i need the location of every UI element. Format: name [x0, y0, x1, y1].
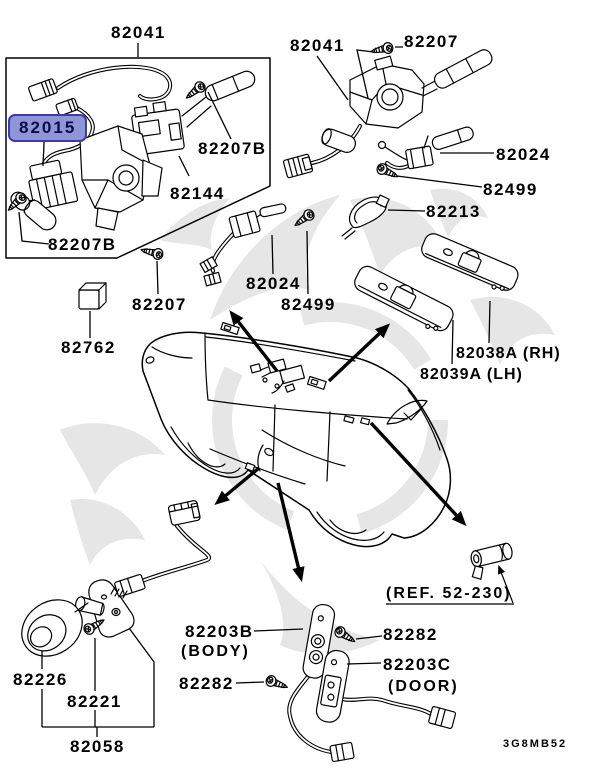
column-location-mark [249, 358, 306, 394]
leader-lines [18, 43, 514, 737]
bezel-rh [421, 233, 519, 291]
part-label-82038a-rh: 82038A (RH) [456, 345, 561, 362]
part-label-82041-column: 82041 [290, 36, 345, 55]
screw-icon [139, 244, 165, 261]
locator-arrows [214, 310, 467, 583]
mid-parts [78, 203, 317, 310]
part-label-82144: 82144 [170, 184, 225, 203]
part-sublabel-body: (BODY) [181, 643, 250, 660]
screw-icon [369, 41, 395, 58]
part-label-82041-box: 82041 [111, 23, 166, 42]
column-switch-assembly [282, 41, 493, 240]
part-sublabel-door: (DOOR) [388, 678, 459, 695]
part-label-82203c: 82203C [383, 655, 452, 674]
part-label-82203b: 82203B [185, 622, 254, 641]
van-illustration [141, 321, 452, 548]
part-label-82039a-lh: 82039A (LH) [420, 366, 523, 383]
drawing-code: 3G8MB52 [503, 738, 568, 750]
part-label-82015-selected[interactable]: 82015 [8, 114, 88, 142]
key-cylinder [470, 542, 513, 580]
part-label-82024-mid: 82024 [246, 274, 301, 293]
door-switches [264, 603, 457, 763]
part-label-82499-mid: 82499 [281, 295, 336, 314]
part-label-82207b-left: 82207B [48, 235, 117, 254]
part-label-82499-right: 82499 [483, 180, 538, 199]
horn-connector [167, 500, 201, 526]
part-label-82762: 82762 [61, 338, 116, 357]
part-label-82213: 82213 [426, 202, 481, 221]
switch-plate-door [315, 649, 350, 723]
part-label-82282-left: 82282 [179, 674, 234, 693]
screw-icon [264, 673, 290, 693]
horn-assembly [21, 500, 212, 657]
part-label-82058: 82058 [70, 737, 125, 756]
part-label-82207b-right: 82207B [198, 139, 267, 158]
part-label-82207-top: 82207 [404, 32, 459, 51]
ref-note-label: (REF. 52-230) [386, 585, 512, 602]
part-label-82226: 82226 [13, 670, 68, 689]
cable-tie [341, 194, 390, 240]
window-switch-bezels [354, 233, 519, 332]
horn [21, 599, 83, 657]
part-label-82282-right: 82282 [383, 625, 438, 644]
part-label-82207-mid: 82207 [132, 295, 187, 314]
part-label-82024-right: 82024 [496, 145, 551, 164]
bezel-lh [354, 265, 454, 332]
combination-switch-box [4, 57, 271, 259]
relay-82762 [78, 282, 107, 310]
part-label-82221: 82221 [67, 692, 122, 711]
